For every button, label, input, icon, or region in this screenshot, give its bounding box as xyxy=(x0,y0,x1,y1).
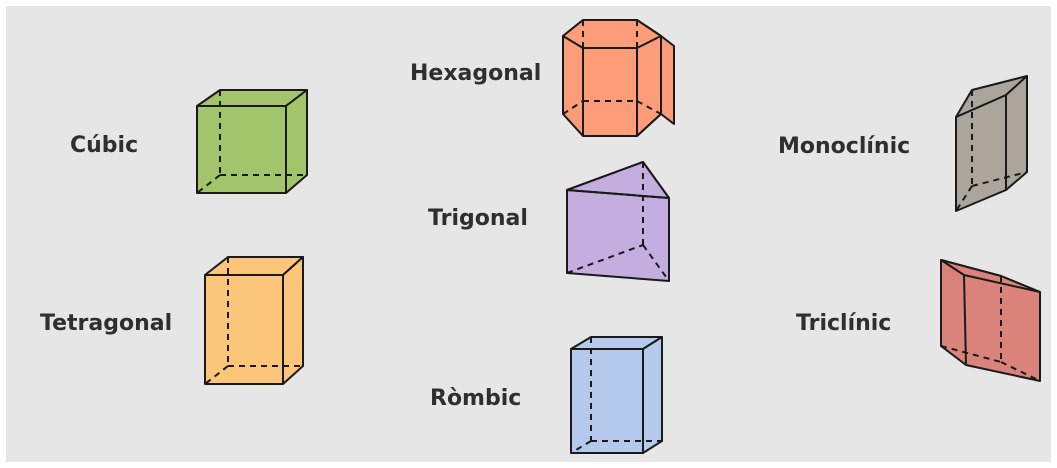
rhombic-label: Ròmbic xyxy=(430,386,522,411)
triclinic-label: Triclínic xyxy=(796,311,892,336)
monoclinic-label: Monoclínic xyxy=(778,134,911,159)
cubic-label: Cúbic xyxy=(70,133,139,158)
diagram-panel xyxy=(6,6,1051,462)
tetragonal-label: Tetragonal xyxy=(40,311,173,336)
hexagonal-label: Hexagonal xyxy=(410,61,542,86)
trigonal-label: Trigonal xyxy=(428,206,528,231)
